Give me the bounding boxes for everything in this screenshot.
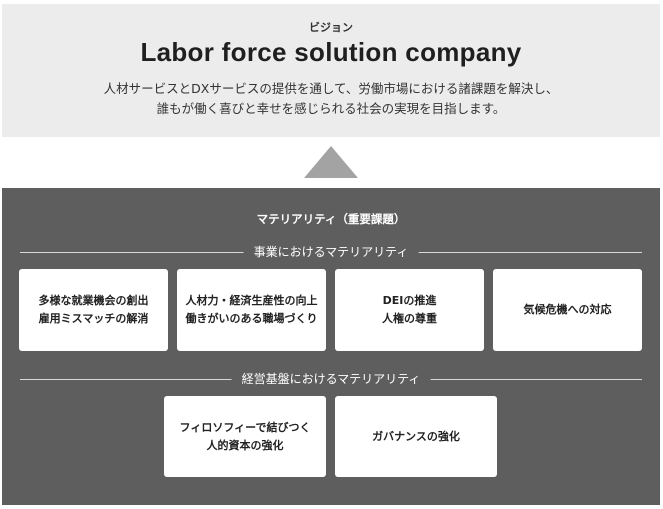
card-line-2: 人的資本の強化 (206, 438, 284, 452)
materiality-card: 気候危機への対応 (493, 269, 642, 351)
card-line-1: フィロソフィーで結びつく (179, 420, 311, 434)
card-line-1: 人材力・経済生産性の向上 (185, 294, 318, 307)
business-materiality-heading: 事業におけるマテリアリティ (243, 245, 419, 259)
card-line-1: 多様な就業機会の創出 (38, 294, 149, 307)
card-line-1: DEIの推進 (382, 294, 437, 307)
foundation-materiality-heading: 経営基盤におけるマテリアリティ (231, 372, 431, 386)
materiality-card: フィロソフィーで結びつく 人的資本の強化 (164, 396, 326, 477)
card-line-2: 雇用ミスマッチの解消 (38, 312, 149, 325)
materiality-card: ガバナンスの強化 (335, 396, 497, 477)
materiality-title: マテリアリティ（重要課題） (256, 212, 406, 226)
materiality-panel: マテリアリティ（重要課題） 事業におけるマテリアリティ 多様な就業機会の創出 雇… (2, 188, 660, 505)
materiality-card: 多様な就業機会の創出 雇用ミスマッチの解消 (19, 269, 168, 351)
foundation-materiality-divider: 経営基盤におけるマテリアリティ (20, 372, 642, 386)
materiality-card: 人材力・経済生産性の向上 働きがいのある職場づくり (177, 269, 326, 351)
up-arrow-icon (304, 146, 358, 178)
vision-title: Labor force solution company (140, 37, 522, 67)
materiality-card: DEIの推進 人権の尊重 (335, 269, 484, 351)
card-line-1: ガバナンスの強化 (372, 429, 460, 443)
business-materiality-divider: 事業におけるマテリアリティ (20, 245, 642, 259)
card-line-1: 気候危機への対応 (523, 303, 612, 316)
vision-statement-line-2: 誰もが働く喜びと幸せを感じられる社会の実現を目指します。 (156, 101, 506, 116)
vision-panel: ビジョン Labor force solution company 人材サービス… (2, 4, 660, 137)
card-line-2: 働きがいのある職場づくり (185, 312, 318, 325)
vision-label: ビジョン (309, 21, 353, 34)
vision-statement: 人材サービスとDXサービスの提供を通して、労働市場における諸課題を解決し、 誰も… (2, 79, 660, 119)
vision-statement-line-1: 人材サービスとDXサービスの提供を通して、労働市場における諸課題を解決し、 (103, 81, 559, 96)
card-line-2: 人権の尊重 (382, 312, 437, 325)
